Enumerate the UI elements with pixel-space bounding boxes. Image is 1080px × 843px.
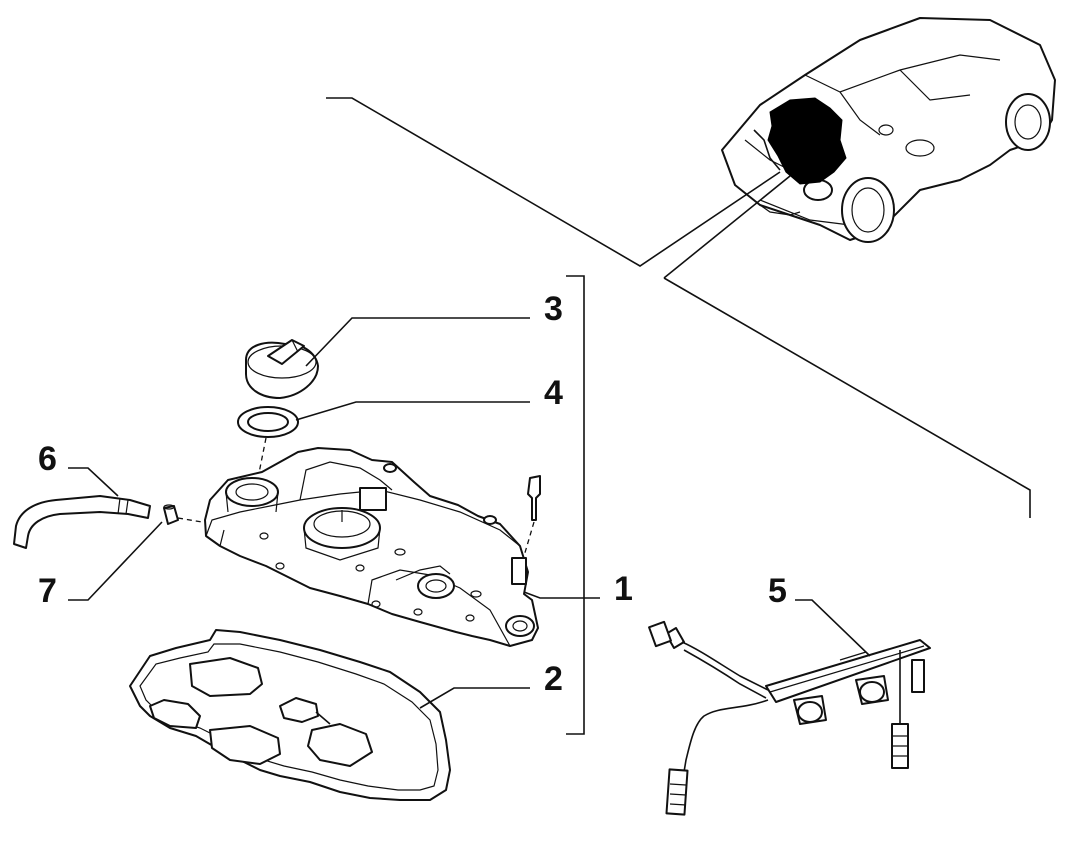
cylinder-head-cover bbox=[204, 447, 541, 647]
engine-location-highlight bbox=[767, 97, 847, 185]
overview-leader-lines bbox=[326, 97, 1031, 518]
callout-labels: 1 2 3 4 5 6 7 bbox=[38, 290, 787, 698]
injector-wiring-harness bbox=[648, 620, 931, 816]
breather-hose bbox=[13, 495, 151, 549]
assembly-bracket bbox=[566, 275, 585, 735]
callout-6: 6 bbox=[38, 440, 57, 478]
callout-2: 2 bbox=[544, 660, 563, 698]
callout-7: 7 bbox=[38, 572, 57, 610]
filler-cap-seal bbox=[237, 406, 299, 438]
callout-5: 5 bbox=[768, 572, 787, 610]
oil-filler-cap bbox=[245, 339, 319, 399]
car-overview-illustration bbox=[721, 17, 1056, 243]
callout-1: 1 bbox=[614, 570, 633, 608]
callout-4: 4 bbox=[544, 374, 563, 412]
callout-3: 3 bbox=[544, 290, 563, 328]
cover-gasket bbox=[129, 629, 451, 801]
hose-clip bbox=[163, 504, 179, 525]
callout-leader-lines bbox=[68, 317, 871, 709]
